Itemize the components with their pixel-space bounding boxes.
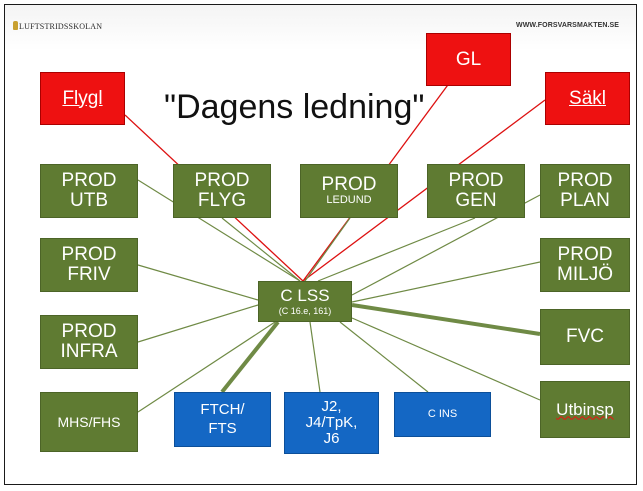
box-c-lss-line2: (C 16.e, 161) xyxy=(278,305,332,316)
box-prod-gen-line1: PROD xyxy=(448,170,504,192)
box-sakl-label: Säkl xyxy=(569,87,606,109)
box-prod-utb-line2: UTB xyxy=(70,190,108,211)
box-prod-utb: PROD UTB xyxy=(40,164,138,218)
box-gl-label: GL xyxy=(455,48,482,70)
box-prod-miljo: PROD MILJÖ xyxy=(540,238,630,292)
connector-c-ins xyxy=(339,321,429,393)
box-ftch-fts-line1: FTCH/ xyxy=(200,401,245,419)
box-mhs-fhs-label: MHS/FHS xyxy=(57,413,121,430)
box-c-ins-label: C INS xyxy=(427,407,458,420)
box-sakl: Säkl xyxy=(545,72,630,125)
box-prod-ledund-line1: PROD xyxy=(321,174,377,196)
box-prod-flyg-line1: PROD xyxy=(194,170,250,192)
connector-prod-miljo xyxy=(351,261,541,303)
box-c-ins: C INS xyxy=(394,392,491,437)
box-utbinsp: Utbinsp xyxy=(540,381,630,438)
connector-fvc xyxy=(351,303,541,336)
connector-prod-utb xyxy=(137,179,301,282)
box-prod-utb-line1: PROD xyxy=(61,170,117,192)
box-prod-flyg: PROD FLYG xyxy=(173,164,271,218)
connector-mhs-fhs xyxy=(137,321,276,413)
connector-prod-friv xyxy=(137,264,259,301)
box-prod-miljo-line2: MILJÖ xyxy=(557,264,613,285)
crown-icon xyxy=(13,21,18,30)
box-mhs-fhs: MHS/FHS xyxy=(40,392,138,452)
slide-title: "Dagens ledning" xyxy=(164,88,425,126)
connector-prod-infra xyxy=(137,304,259,343)
box-fvc-label: FVC xyxy=(566,326,604,348)
slide-header xyxy=(5,5,636,51)
connector-sakl-c-lss xyxy=(302,99,546,282)
box-c-lss-line1: C LSS xyxy=(280,285,330,305)
box-j2-line3: J6 xyxy=(323,429,340,447)
box-prod-friv-line2: FRIV xyxy=(67,264,111,285)
box-prod-infra-line1: PROD xyxy=(61,321,117,343)
connector-prod-gen xyxy=(317,217,476,282)
box-prod-ledund: PROD LEDUND xyxy=(300,164,398,218)
box-ftch-fts-line2: FTS xyxy=(208,420,237,437)
box-fvc: FVC xyxy=(540,309,630,365)
box-prod-plan-line1: PROD xyxy=(557,170,613,192)
box-prod-infra: PROD INFRA xyxy=(40,315,138,369)
box-j2: J2, J4/TpK, J6 xyxy=(284,392,379,454)
logo-text: LUFTSTRIDSSKOLAN xyxy=(19,22,103,31)
box-flygl-label: Flygl xyxy=(62,87,103,109)
box-flygl: Flygl xyxy=(40,72,125,125)
connector-prod-flyg xyxy=(221,217,301,282)
connector-utbinsp xyxy=(351,317,541,401)
connector-j2 xyxy=(309,321,321,393)
connector-prod-ledund xyxy=(304,217,351,282)
box-prod-plan: PROD PLAN xyxy=(540,164,630,218)
box-ftch-fts: FTCH/ FTS xyxy=(174,392,271,447)
box-prod-infra-line2: INFRA xyxy=(60,341,118,362)
website-url: WWW.FORSVARSMAKTEN.SE xyxy=(516,22,620,29)
box-prod-miljo-line1: PROD xyxy=(557,244,613,266)
box-prod-flyg-line2: FLYG xyxy=(197,190,247,211)
box-prod-ledund-line2: LEDUND xyxy=(326,194,372,207)
box-utbinsp-label: Utbinsp xyxy=(556,399,614,419)
box-prod-friv-line1: PROD xyxy=(61,244,117,266)
connector-ftch-fts xyxy=(220,320,280,394)
box-j2-line2: J4/TpK, xyxy=(305,414,358,432)
box-c-lss: C LSS (C 16.e, 161) xyxy=(258,281,352,322)
box-prod-plan-line2: PLAN xyxy=(560,190,610,211)
box-gl: GL xyxy=(426,33,511,86)
logo: LUFTSTRIDSSKOLAN xyxy=(13,21,102,31)
box-prod-gen-line2: GEN xyxy=(455,190,497,211)
box-prod-gen: PROD GEN xyxy=(427,164,525,218)
box-j2-line1: J2, xyxy=(321,398,342,416)
box-prod-friv: PROD FRIV xyxy=(40,238,138,292)
